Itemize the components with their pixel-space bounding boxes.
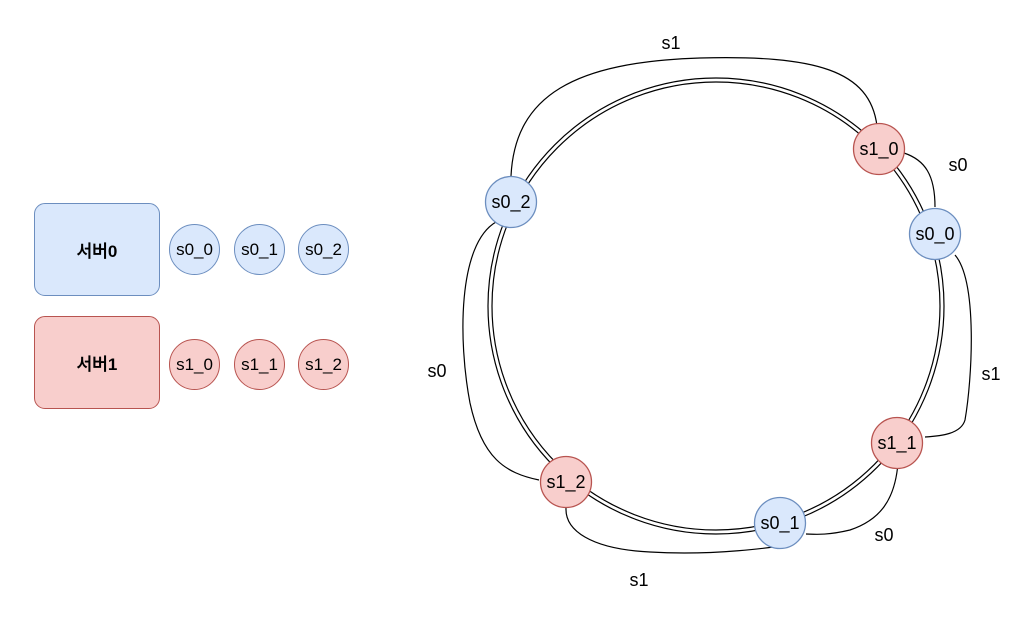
- legend-node-s1-2: s1_2: [298, 339, 349, 390]
- edge-s0_2-to-s1_2: [462, 221, 540, 481]
- ring-node-s0_1: s0_1: [753, 496, 807, 550]
- legend-node-s0-2: s0_2: [298, 224, 349, 275]
- ring-node-label: s1_2: [546, 472, 585, 493]
- edge-s1_1-to-s0_1: [805, 462, 899, 535]
- legend-node-label: s0_1: [241, 239, 278, 259]
- server-0-box: 서버0: [34, 203, 160, 296]
- server-1-label: 서버1: [76, 355, 118, 374]
- edge-s0_2-to-s1_0: [510, 57, 878, 177]
- ring-node-label: s1_0: [859, 139, 898, 160]
- legend-node-s0-0: s0_0: [169, 224, 220, 275]
- legend-node-s1-0: s1_0: [169, 339, 220, 390]
- ring-node-label: s0_2: [491, 192, 530, 213]
- server-0-label: 서버0: [76, 242, 118, 261]
- legend-node-label: s1_2: [305, 354, 342, 374]
- ring-node-s0_2: s0_2: [484, 175, 538, 229]
- ring-node-s1_1: s1_1: [870, 416, 924, 470]
- legend-node-label: s1_1: [241, 354, 278, 374]
- edge-label-bottom-right: s0: [874, 525, 893, 545]
- ring-node-s0_0: s0_0: [908, 207, 962, 261]
- hash-ring-outer: [487, 77, 945, 535]
- ring-node-label: s0_0: [915, 224, 954, 245]
- edge-s0_0-to-s1_1: [924, 254, 972, 438]
- ring-node-s1_0: s1_0: [852, 122, 906, 176]
- server-1-box: 서버1: [34, 316, 160, 409]
- edge-label-right: s1: [981, 364, 1000, 384]
- hash-ring-inner: [491, 81, 941, 531]
- edge-label-bottom: s1: [629, 570, 648, 590]
- ring-node-label: s1_1: [877, 433, 916, 454]
- legend-node-label: s1_0: [176, 354, 213, 374]
- edge-label-right-top: s0: [948, 155, 967, 175]
- legend-node-label: s0_0: [176, 239, 213, 259]
- edge-s1_0-to-s0_0: [903, 152, 936, 208]
- edge-s1_2-to-s0_1: [565, 507, 786, 554]
- edge-label-top: s1: [661, 33, 680, 53]
- legend-node-s1-1: s1_1: [234, 339, 285, 390]
- legend-node-label: s0_2: [305, 239, 342, 259]
- ring-node-label: s0_1: [760, 513, 799, 534]
- legend-node-s0-1: s0_1: [234, 224, 285, 275]
- ring-node-s1_2: s1_2: [539, 455, 593, 509]
- edge-label-left: s0: [427, 361, 446, 381]
